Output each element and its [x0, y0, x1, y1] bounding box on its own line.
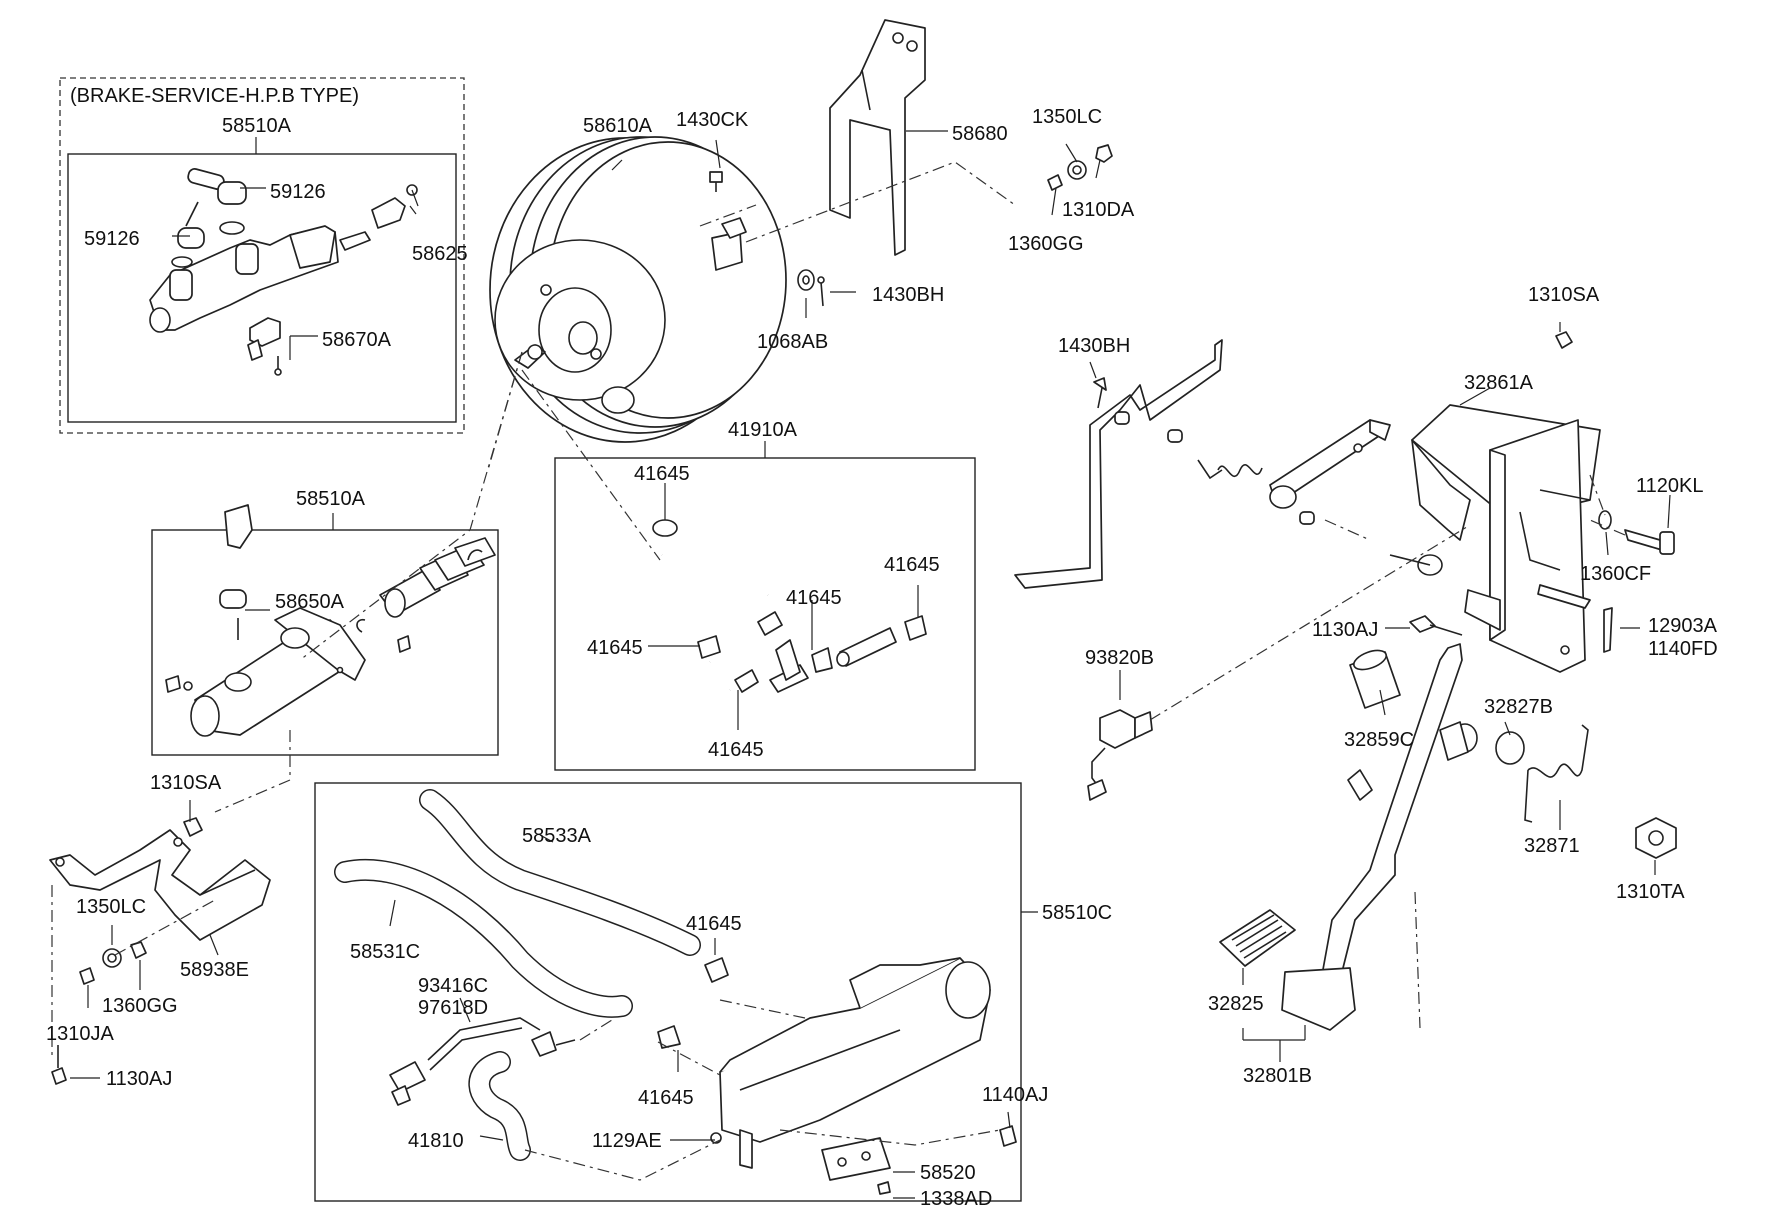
- label-1360CF: 1360CF: [1580, 563, 1651, 585]
- level-sensor-harness: [389, 1017, 576, 1106]
- label-58650A: 58650A: [275, 591, 345, 613]
- booster-bracket: [829, 19, 926, 256]
- label-41645-b: 41645: [587, 637, 643, 659]
- label-32827B: 32827B: [1484, 696, 1553, 718]
- label-1350LC-left: 1350LC: [76, 896, 146, 918]
- right-side-bolts: [1409, 331, 1675, 653]
- label-41645-e: 41645: [708, 739, 764, 761]
- vacuum-hoses: [652, 519, 927, 713]
- label-1430BH-a: 1430BH: [872, 284, 944, 306]
- label-1130AJ-right: 1130AJ: [1312, 619, 1378, 641]
- brake-booster: [489, 136, 787, 443]
- reservoir-hoses: [334, 789, 729, 1161]
- label-41910A: 41910A: [728, 419, 798, 441]
- label-41645-f: 41645: [686, 913, 742, 935]
- label-97618D: 97618D: [418, 997, 488, 1019]
- label-41810: 41810: [408, 1130, 464, 1152]
- label-1129AE: 1129AE: [592, 1130, 662, 1152]
- label-1360GG-top: 1360GG: [1008, 233, 1084, 255]
- label-58533A: 58533A: [522, 825, 592, 847]
- label-brake-service-title: (BRAKE-SERVICE-H.P.B TYPE): [70, 85, 359, 107]
- label-58938E: 58938E: [180, 959, 249, 981]
- label-58670A: 58670A: [322, 329, 392, 351]
- label-93820B: 93820B: [1085, 647, 1154, 669]
- label-41645-g: 41645: [638, 1087, 694, 1109]
- label-1430BH-b: 1430BH: [1058, 335, 1130, 357]
- vacuum-hose-box: [554, 441, 976, 771]
- label-58510C: 58510C: [1042, 902, 1112, 924]
- label-1360GG-left: 1360GG: [102, 995, 178, 1017]
- label-1310DA: 1310DA: [1062, 199, 1135, 221]
- label-1350LC-top: 1350LC: [1032, 106, 1102, 128]
- pedal-bracket-assembly: [1389, 404, 1601, 673]
- label-58610A: 58610A: [583, 115, 653, 137]
- label-1310TA: 1310TA: [1616, 881, 1685, 903]
- label-32871: 32871: [1524, 835, 1580, 857]
- label-1310SA-right: 1310SA: [1528, 284, 1600, 306]
- label-12903A: 12903A: [1648, 615, 1718, 637]
- master-cylinder: [165, 504, 496, 737]
- label-41645-c: 41645: [786, 587, 842, 609]
- label-1130AJ-left: 1130AJ: [106, 1068, 172, 1090]
- reservoir-box: [314, 782, 1038, 1202]
- label-59126-b: 59126: [84, 228, 140, 250]
- label-32859C: 32859C: [1344, 729, 1414, 751]
- fluid-reservoir: [710, 957, 991, 1195]
- label-41645-a: 41645: [634, 463, 690, 485]
- label-1338AD: 1338AD: [920, 1188, 992, 1210]
- label-58680: 58680: [952, 123, 1008, 145]
- label-59126-a: 59126: [270, 181, 326, 203]
- label-1068AB: 1068AB: [757, 331, 828, 353]
- brake-pedal: [1219, 643, 1478, 1031]
- label-1140AJ: 1140AJ: [982, 1084, 1048, 1106]
- hpb-master-cylinder: [149, 168, 418, 376]
- label-1310JA: 1310JA: [46, 1023, 114, 1045]
- callout-labels: (BRAKE-SERVICE-H.P.B TYPE) 58510A 59126 …: [46, 85, 1718, 1210]
- label-58531C: 58531C: [350, 941, 420, 963]
- label-1310SA-left: 1310SA: [150, 772, 222, 794]
- master-cylinder-box: [151, 513, 499, 756]
- leader-lines: [70, 130, 1671, 1199]
- label-41645-d: 41645: [884, 554, 940, 576]
- clutch-pivot-parts: [1014, 339, 1391, 589]
- label-58625: 58625: [412, 243, 468, 265]
- label-93416C: 93416C: [418, 975, 488, 997]
- label-58510A-mid: 58510A: [296, 488, 366, 510]
- label-1120KL: 1120KL: [1636, 475, 1703, 497]
- label-32861A: 32861A: [1464, 372, 1534, 394]
- pedal-pivot-parts: [1349, 649, 1677, 859]
- label-32801B: 32801B: [1243, 1065, 1312, 1087]
- label-1140FD: 1140FD: [1648, 638, 1718, 660]
- left-support-bracket: [49, 817, 271, 1085]
- hpb-type-inset: [59, 77, 465, 434]
- label-58510A-top: 58510A: [222, 115, 292, 137]
- booster-hardware: [709, 144, 1113, 307]
- label-58520: 58520: [920, 1162, 976, 1184]
- stop-lamp-switch: [1087, 709, 1153, 801]
- label-1430CK: 1430CK: [676, 109, 749, 131]
- label-32825: 32825: [1208, 993, 1264, 1015]
